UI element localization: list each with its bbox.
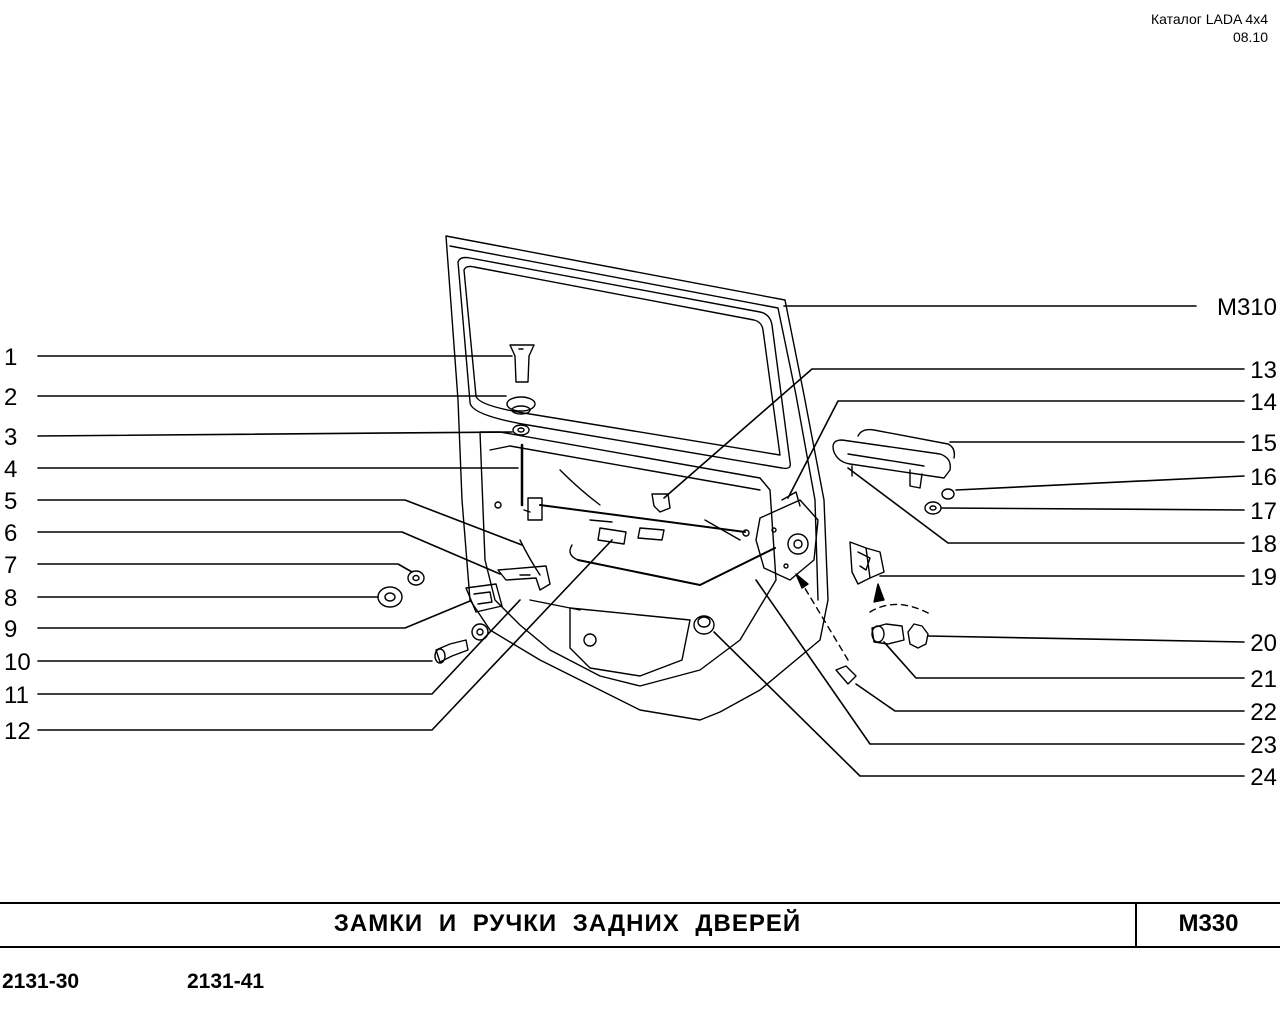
callout-10: 10 xyxy=(4,649,31,676)
callout-6: 6 xyxy=(4,520,17,547)
door-panel xyxy=(445,235,829,721)
part-handle-escutcheon xyxy=(465,583,503,613)
callout-17: 17 xyxy=(1250,498,1277,525)
linkage-rods xyxy=(520,443,776,586)
part-washer-left xyxy=(471,623,489,641)
callout-5: 5 xyxy=(4,488,17,515)
callout-18: 18 xyxy=(1250,531,1277,558)
callout-22: 22 xyxy=(1250,699,1277,726)
catalog-header: Каталог LADA 4x4 08.10 xyxy=(1151,10,1268,46)
page-title: ЗАМКИ И РУЧКИ ЗАДНИХ ДВЕРЕЙ xyxy=(333,910,802,937)
arrow-heads xyxy=(795,573,885,603)
part-outer-handle xyxy=(832,428,956,489)
callout-2: 2 xyxy=(4,384,17,411)
door-lock-diagram: 1 2 3 4 5 6 7 8 9 10 11 12 М310 13 14 15… xyxy=(4,235,1277,791)
callout-8: 8 xyxy=(4,585,17,612)
part-door-lock xyxy=(755,491,819,581)
part-nut-large xyxy=(377,586,403,608)
callout-16: 16 xyxy=(1250,464,1277,491)
part-washer xyxy=(512,424,530,436)
callout-12: 12 xyxy=(4,718,31,745)
part-lock-button xyxy=(509,344,535,383)
part-nut-small xyxy=(407,570,425,586)
callout-13: 13 xyxy=(1250,357,1277,384)
part-cable-clip xyxy=(597,527,627,545)
part-striker xyxy=(849,541,885,585)
callout-ref: М310 xyxy=(1217,294,1277,321)
catalog-date: 08.10 xyxy=(1232,29,1268,45)
callout-1: 1 xyxy=(4,344,17,371)
callout-7: 7 xyxy=(4,552,17,579)
part-inner-handle xyxy=(497,565,551,591)
footer-title-bar: ЗАМКИ И РУЧКИ ЗАДНИХ ДВЕРЕЙ М330 xyxy=(0,902,1280,948)
part-striker-bolt xyxy=(871,623,905,645)
callout-9: 9 xyxy=(4,616,17,643)
callouts-right: М310 13 14 15 16 17 18 19 20 21 22 23 24 xyxy=(1217,294,1277,791)
callout-14: 14 xyxy=(1250,389,1277,416)
callout-24: 24 xyxy=(1250,764,1277,791)
callout-11: 11 xyxy=(4,682,29,709)
callout-23: 23 xyxy=(1250,732,1277,759)
part-rod-clip xyxy=(651,493,671,513)
part-rod-bracket xyxy=(523,497,543,521)
callouts-left: 1 2 3 4 5 6 7 8 9 10 11 12 xyxy=(4,344,31,745)
callout-15: 15 xyxy=(1250,430,1277,457)
callout-3: 3 xyxy=(4,424,17,451)
callout-19: 19 xyxy=(1250,564,1277,591)
callout-20: 20 xyxy=(1250,630,1277,657)
leader-lines xyxy=(37,305,1245,777)
part-screw-left xyxy=(434,639,469,664)
part-nut-handle xyxy=(941,488,955,500)
part-bumper xyxy=(693,615,715,635)
model-code-1: 2131-30 xyxy=(2,970,80,993)
part-washer-handle xyxy=(924,501,942,515)
catalog-name: Каталог LADA 4x4 xyxy=(1150,11,1268,27)
part-lock-screw xyxy=(835,665,857,685)
callout-4: 4 xyxy=(4,456,17,483)
callout-21: 21 xyxy=(1250,666,1277,693)
part-bushing xyxy=(506,396,536,415)
part-striker-plate xyxy=(907,623,929,649)
section-code: М330 xyxy=(1178,910,1239,937)
title-divider xyxy=(1135,904,1137,946)
assembly-arrows xyxy=(799,579,931,661)
model-code-2: 2131-41 xyxy=(187,970,265,993)
